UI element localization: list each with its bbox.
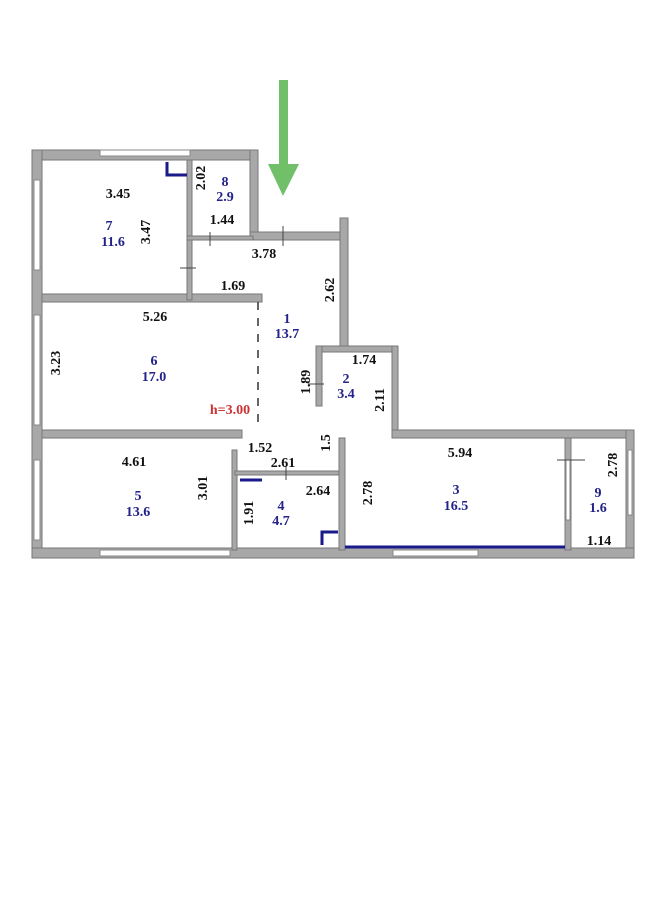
dim-r1-right: 2.62 — [323, 278, 338, 303]
room-5-number: 5 — [135, 489, 142, 504]
room-6-area: 17.0 — [142, 370, 167, 385]
dim-r5-width: 4.61 — [122, 455, 147, 470]
dim-r8-height: 2.02 — [194, 166, 209, 191]
dim-r4-width: 2.64 — [306, 484, 331, 499]
room-1-area: 13.7 — [275, 327, 300, 342]
dim-corridor-top: 2.61 — [271, 456, 296, 471]
walls — [31, 149, 635, 559]
dim-r1-mid: 1.89 — [299, 370, 314, 395]
room-4-number: 4 — [278, 499, 285, 514]
dim-r7-width: 3.45 — [106, 187, 131, 202]
dim-r3-width: 5.94 — [448, 446, 473, 461]
room-8-area: 2.9 — [216, 190, 234, 205]
room-5-area: 13.6 — [126, 505, 151, 520]
room-8-number: 8 — [222, 175, 229, 190]
dim-r6-width: 5.26 — [143, 310, 168, 325]
dim-r9-width: 1.14 — [587, 534, 612, 549]
dim-r6-height: 3.23 — [49, 351, 64, 376]
dim-corridor-width: 1.52 — [248, 441, 273, 456]
dim-r2-height: 2.11 — [373, 388, 388, 412]
dim-r9-height: 2.78 — [606, 453, 621, 478]
ceiling-height-label: h=3.00 — [210, 403, 250, 418]
dim-r2-width: 1.74 — [352, 353, 377, 368]
room-6-number: 6 — [151, 354, 158, 369]
room-2-area: 3.4 — [337, 387, 355, 402]
dim-corridor-vertical: 1.5 — [319, 434, 334, 452]
room-1-number: 1 — [284, 312, 291, 327]
room-2-number: 2 — [343, 372, 350, 387]
windows — [33, 149, 633, 557]
dim-r7-height: 3.47 — [139, 220, 154, 245]
dim-r4-height: 1.91 — [242, 501, 257, 526]
room-3-number: 3 — [453, 483, 460, 498]
entrance-arrow-icon — [268, 80, 299, 196]
dim-r5-height: 3.01 — [196, 476, 211, 501]
dim-r1-top: 3.78 — [252, 247, 277, 262]
room-7-area: 11.6 — [101, 235, 125, 250]
room-3-area: 16.5 — [444, 499, 469, 514]
room-4-area: 4.7 — [272, 514, 290, 529]
fixtures — [165, 162, 565, 549]
room-9-number: 9 — [595, 486, 602, 501]
room-9-area: 1.6 — [589, 501, 607, 516]
dim-r1-left: 1.69 — [221, 279, 246, 294]
dim-r8-width: 1.44 — [210, 213, 235, 228]
room-7-number: 7 — [106, 219, 113, 234]
dim-r3-height: 2.78 — [361, 481, 376, 506]
